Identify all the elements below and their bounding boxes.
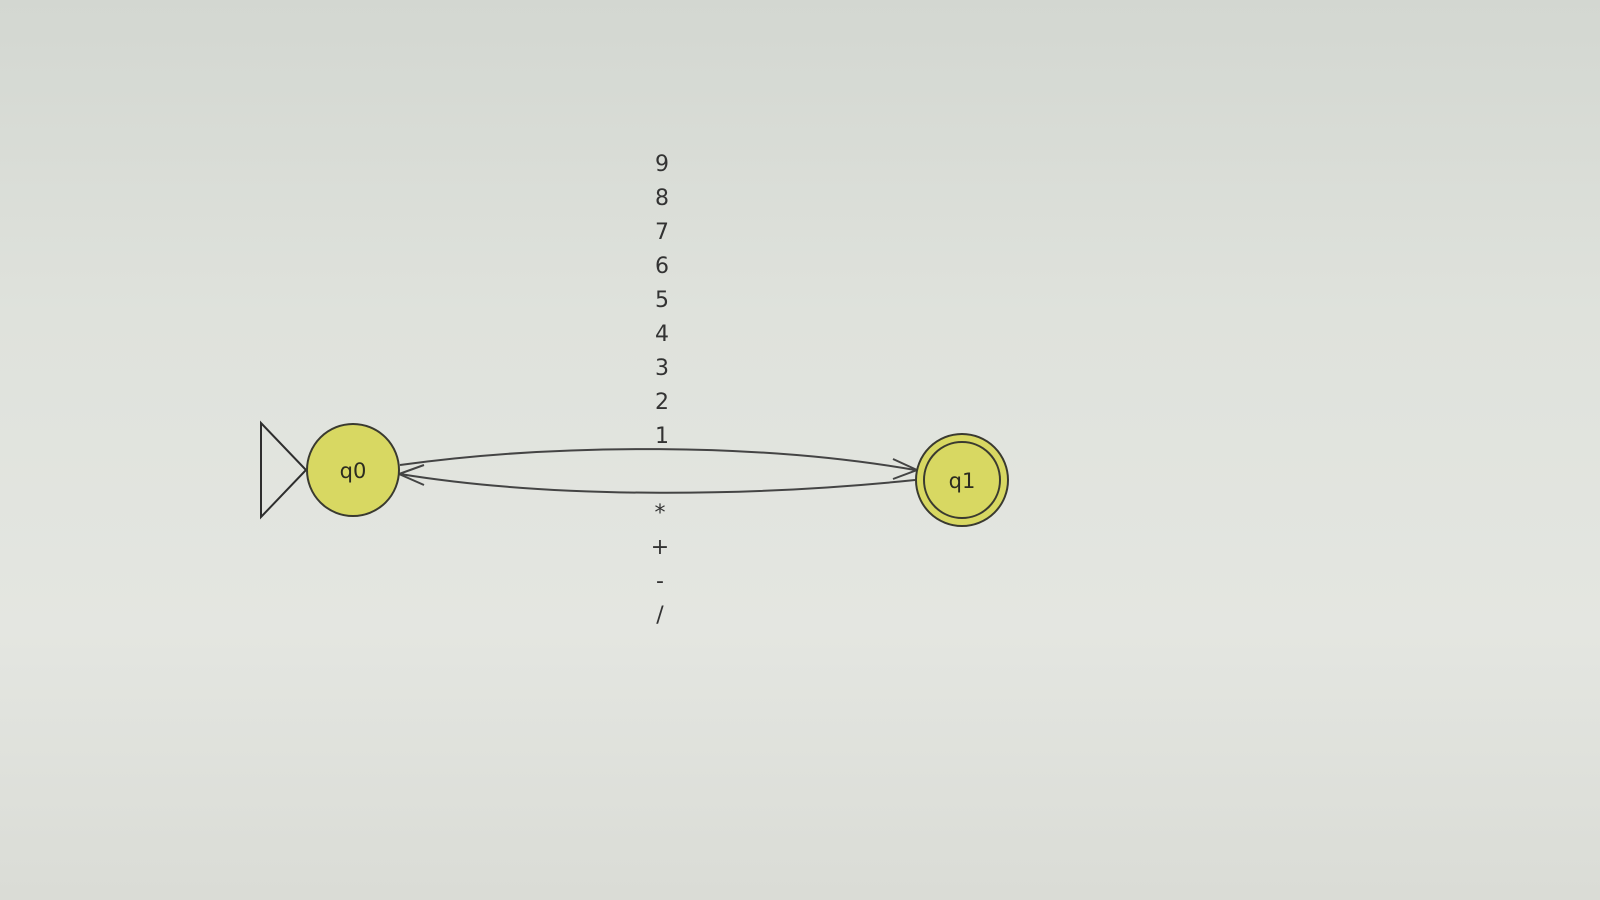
- transition-label: 4: [655, 322, 669, 347]
- transition-label: 5: [655, 288, 669, 313]
- transition-q0-q1[interactable]: [399, 448, 916, 471]
- state-q1[interactable]: q1: [915, 433, 1009, 527]
- transition-label: +: [651, 535, 669, 560]
- transition-label: 9: [655, 152, 669, 177]
- transition-label: /: [656, 603, 664, 628]
- transition-label: 6: [655, 254, 669, 279]
- transition-label: *: [655, 501, 666, 526]
- initial-state-marker: [260, 420, 308, 520]
- transition-label: 1: [655, 424, 669, 449]
- transition-q1-q0-labels: * + - /: [651, 501, 669, 628]
- transition-label: 3: [655, 356, 669, 381]
- state-q1-label: q1: [949, 469, 976, 493]
- state-q1-inner-circle: [923, 441, 1001, 519]
- transition-label: 2: [655, 390, 669, 415]
- transition-q1-q0[interactable]: [399, 473, 916, 494]
- state-q0-circle: [306, 423, 400, 517]
- transition-q0-q1-labels: 1 2 3 4 5 6 7 8 9: [655, 152, 669, 449]
- state-q0-label: q0: [340, 459, 367, 483]
- state-q0[interactable]: q0: [306, 423, 400, 517]
- transition-label: 8: [655, 186, 669, 211]
- transition-label: -: [656, 569, 664, 594]
- transition-label: 7: [655, 220, 669, 245]
